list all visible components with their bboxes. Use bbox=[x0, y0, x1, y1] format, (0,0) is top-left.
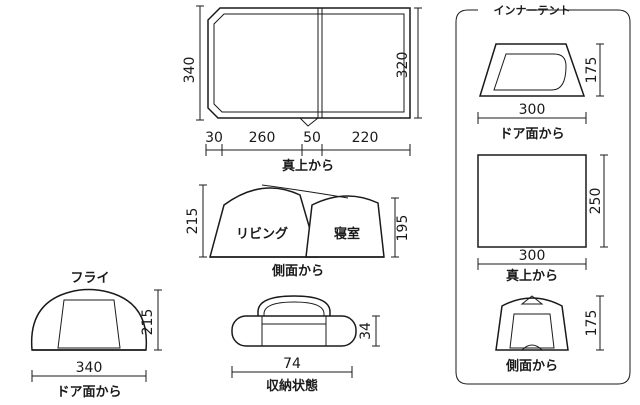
storage-bag bbox=[231, 315, 357, 347]
storage-caption: 収納状態 bbox=[266, 378, 318, 394]
storage-width-label: 74 bbox=[283, 356, 301, 372]
fly-title: フライ bbox=[70, 271, 109, 286]
fly-caption: ドア面から bbox=[56, 385, 121, 400]
inner-tent-panel: インナーテント 175 300 ドア面から 250 300 真上から 175 側 bbox=[455, 4, 631, 385]
inner-tent-frame bbox=[455, 9, 631, 385]
fly-dome bbox=[30, 288, 148, 351]
inner-side-vent bbox=[520, 295, 544, 305]
fly-height-label: 215 bbox=[140, 309, 156, 336]
inner-top-caption: 真上から bbox=[506, 268, 558, 284]
top-view-inner-outline bbox=[213, 13, 405, 113]
inner-side-caption: 側面から bbox=[505, 358, 558, 374]
side-height-right-label: 195 bbox=[395, 215, 411, 242]
top-width-label-2: 260 bbox=[249, 130, 276, 146]
top-height-left-label: 340 bbox=[182, 57, 198, 84]
top-view-front-notch bbox=[299, 117, 319, 127]
top-width-label-1: 30 bbox=[205, 130, 223, 146]
top-view-outline bbox=[207, 7, 411, 119]
side-view: リビング 寝室 215 195 側面から bbox=[185, 184, 411, 279]
inner-door-window bbox=[493, 53, 567, 91]
side-view-bedroom-label: 寝室 bbox=[334, 226, 360, 242]
side-view-bedroom-dome bbox=[305, 195, 385, 258]
fly-width-label: 340 bbox=[76, 360, 103, 376]
storage-bag-handle bbox=[257, 295, 331, 322]
inner-top-width-label: 300 bbox=[519, 248, 546, 264]
inner-side-height-label: 175 bbox=[584, 310, 600, 337]
top-view-caption: 真上から bbox=[282, 158, 334, 174]
top-width-label-3: 50 bbox=[303, 130, 321, 146]
top-width-label-4: 220 bbox=[352, 130, 379, 146]
fly-door-panel bbox=[57, 299, 121, 349]
inner-door-shape bbox=[478, 43, 586, 97]
storage-height-label: 34 bbox=[358, 322, 374, 340]
side-view-living-dome bbox=[209, 187, 319, 258]
side-view-caption: 側面から bbox=[271, 263, 324, 279]
inner-side-shape bbox=[495, 297, 569, 351]
storage-view: 34 74 収納状態 bbox=[231, 295, 380, 394]
inner-door-caption: ドア面から bbox=[499, 127, 564, 142]
fly-view: フライ 215 340 ドア面から bbox=[30, 271, 162, 400]
inner-top-height-label: 250 bbox=[588, 188, 604, 215]
side-height-left-label: 215 bbox=[185, 208, 201, 235]
inner-side-door-arc bbox=[521, 344, 543, 351]
inner-door-width-label: 300 bbox=[519, 102, 546, 118]
top-view: 340 320 30 260 50 220 真上から bbox=[182, 5, 422, 174]
top-height-right-label: 320 bbox=[395, 52, 411, 79]
side-view-connector bbox=[261, 184, 349, 199]
storage-bag-handle-inner bbox=[263, 301, 325, 322]
inner-tent-title: インナーテント bbox=[494, 4, 571, 17]
inner-top-shape bbox=[477, 154, 587, 248]
inner-door-height-label: 175 bbox=[584, 57, 600, 84]
side-view-living-label: リビング bbox=[236, 226, 288, 242]
